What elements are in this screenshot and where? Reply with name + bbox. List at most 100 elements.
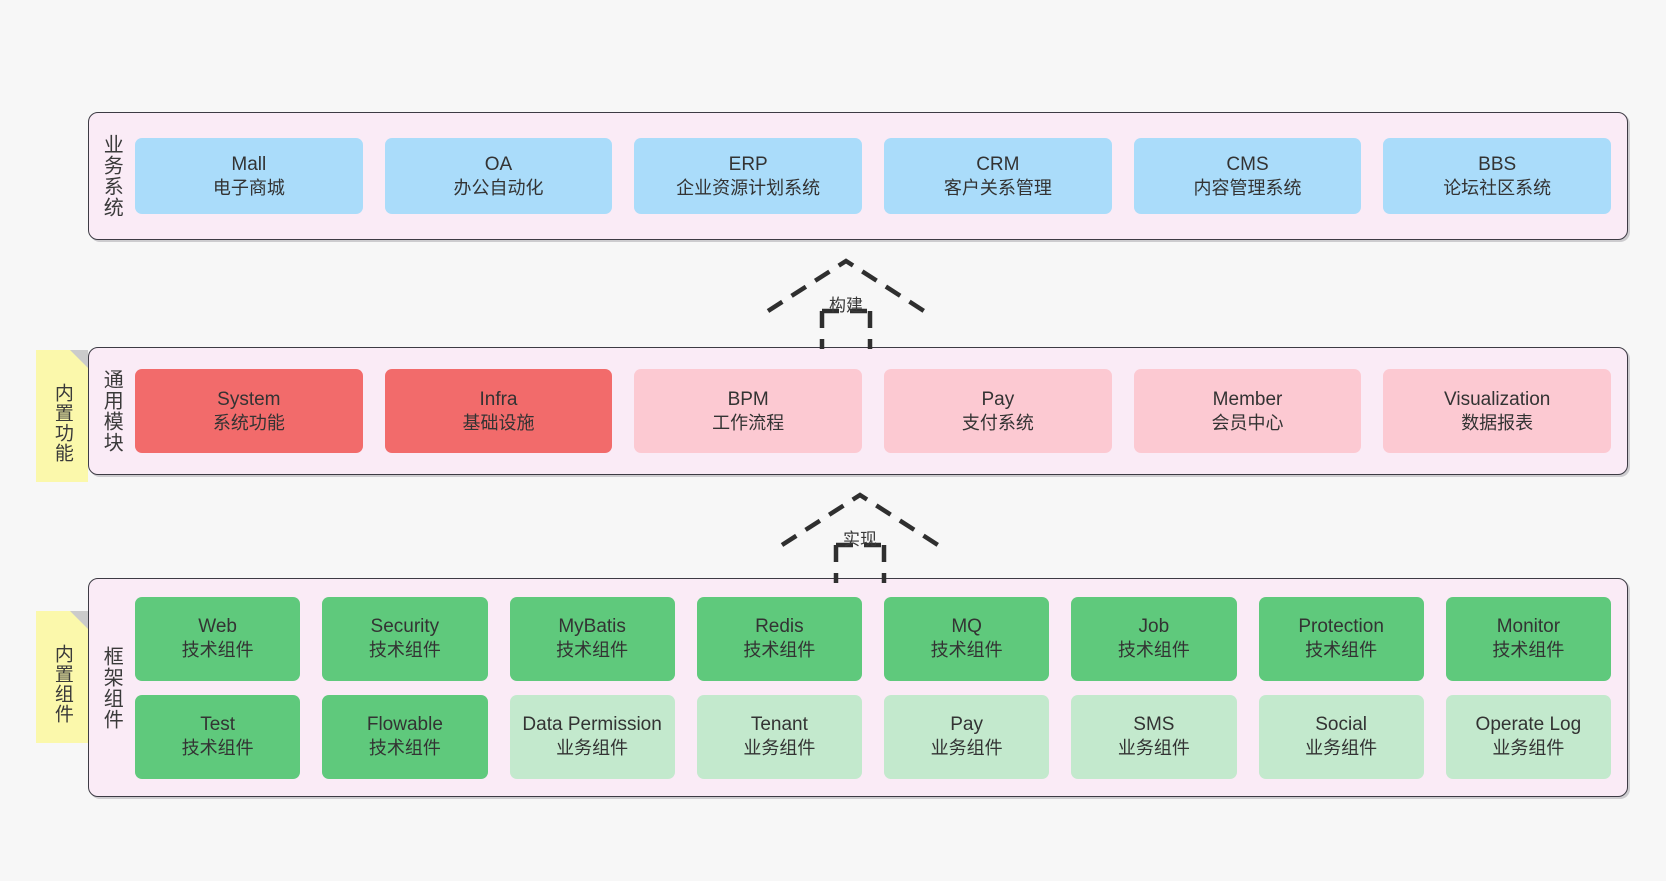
card-title: MQ <box>951 616 982 638</box>
business-card-row: Mall 电子商城 OA 办公自动化 ERP 企业资源计划系统 CRM 客户关系… <box>135 138 1612 214</box>
card-job[interactable]: Job 技术组件 <box>1071 596 1237 681</box>
layer-business-label: 业务系统 <box>100 134 123 218</box>
card-subtitle: 业务组件 <box>743 738 816 759</box>
card-title: Job <box>1138 616 1170 638</box>
card-mall[interactable]: Mall 电子商城 <box>135 138 363 214</box>
card-erp[interactable]: ERP 企业资源计划系统 <box>634 138 863 214</box>
dashed-up-arrow-icon <box>780 492 940 583</box>
card-subtitle: 技术组件 <box>930 640 1003 661</box>
layer-business-systems: 业务系统 Mall 电子商城 OA 办公自动化 ERP 企业资源计划系统 CRM… <box>88 112 1628 240</box>
card-subtitle: 支付系统 <box>961 412 1034 433</box>
card-cms[interactable]: CMS 内容管理系统 <box>1133 138 1362 214</box>
card-subtitle: 技术组件 <box>181 738 254 759</box>
dashed-up-arrow-icon <box>766 258 926 349</box>
card-title: Operate Log <box>1475 714 1582 736</box>
note-builtin-features-text: 内置功能 <box>51 383 73 463</box>
card-mybatis[interactable]: MyBatis 技术组件 <box>509 596 675 681</box>
layer-common-label: 通用模块 <box>100 369 123 453</box>
card-subtitle: 业务组件 <box>1492 738 1565 759</box>
card-test[interactable]: Test 技术组件 <box>135 694 301 779</box>
card-bbs[interactable]: BBS 论坛社区系统 <box>1383 138 1612 214</box>
card-title: Protection <box>1298 616 1384 638</box>
framework-tech-row: Web 技术组件 Security 技术组件 MyBatis 技术组件 Redi… <box>135 596 1611 681</box>
card-pay-biz[interactable]: Pay 业务组件 <box>884 694 1050 779</box>
card-subtitle: 论坛社区系统 <box>1443 177 1552 198</box>
card-subtitle: 技术组件 <box>368 738 441 759</box>
card-subtitle: 会员中心 <box>1211 412 1284 433</box>
card-subtitle: 企业资源计划系统 <box>676 177 821 198</box>
card-system[interactable]: System 系统功能 <box>135 369 363 453</box>
card-title: ERP <box>728 153 768 175</box>
card-title: Monitor <box>1496 616 1561 638</box>
card-member[interactable]: Member 会员中心 <box>1133 369 1362 453</box>
card-social[interactable]: Social 业务组件 <box>1258 694 1424 779</box>
layer-business-body: Mall 电子商城 OA 办公自动化 ERP 企业资源计划系统 CRM 客户关系… <box>133 113 1627 239</box>
card-subtitle: 基础设施 <box>462 412 535 433</box>
note-fold-icon <box>70 611 88 629</box>
card-protection[interactable]: Protection 技术组件 <box>1258 596 1424 681</box>
card-title: SMS <box>1133 714 1175 736</box>
card-title: Infra <box>479 388 518 410</box>
layer-common-modules: 通用模块 System 系统功能 Infra 基础设施 BPM 工作流程 Pay… <box>88 347 1628 475</box>
card-subtitle: 电子商城 <box>212 177 285 198</box>
card-title: MyBatis <box>558 616 626 638</box>
card-title: Data Permission <box>522 714 662 736</box>
arrow-implement-label: 实现 <box>843 530 877 549</box>
layer-framework-components: 框架组件 Web 技术组件 Security 技术组件 MyBatis 技术组件… <box>88 578 1628 797</box>
card-title: Visualization <box>1444 388 1551 410</box>
note-builtin-components-text: 内置组件 <box>51 644 73 724</box>
card-bpm[interactable]: BPM 工作流程 <box>634 369 863 453</box>
card-subtitle: 业务组件 <box>1117 738 1190 759</box>
card-oa[interactable]: OA 办公自动化 <box>384 138 613 214</box>
card-title: CMS <box>1226 153 1269 175</box>
card-title: BBS <box>1478 153 1517 175</box>
card-title: Mall <box>231 153 267 175</box>
card-crm[interactable]: CRM 客户关系管理 <box>884 138 1112 214</box>
card-operate-log[interactable]: Operate Log 业务组件 <box>1445 694 1611 779</box>
card-subtitle: 技术组件 <box>1305 640 1378 661</box>
card-subtitle: 数据报表 <box>1461 412 1534 433</box>
arrow-build-label: 构建 <box>829 296 863 315</box>
card-title: Redis <box>755 616 804 638</box>
card-title: Pay <box>950 714 983 736</box>
card-redis[interactable]: Redis 技术组件 <box>696 596 862 681</box>
note-builtin-features: 内置功能 <box>36 350 88 482</box>
layer-framework-body: Web 技术组件 Security 技术组件 MyBatis 技术组件 Redi… <box>133 579 1627 796</box>
layer-common-body: System 系统功能 Infra 基础设施 BPM 工作流程 Pay 支付系统… <box>133 348 1627 474</box>
note-builtin-components: 内置组件 <box>36 611 88 743</box>
card-title: Tenant <box>750 714 808 736</box>
card-data-permission[interactable]: Data Permission 业务组件 <box>509 694 675 779</box>
card-sms[interactable]: SMS 业务组件 <box>1071 694 1237 779</box>
card-infra[interactable]: Infra 基础设施 <box>384 369 613 453</box>
card-subtitle: 技术组件 <box>368 640 441 661</box>
card-title: Flowable <box>366 714 443 736</box>
card-subtitle: 内容管理系统 <box>1193 177 1302 198</box>
card-web[interactable]: Web 技术组件 <box>135 596 301 681</box>
card-title: BPM <box>727 388 769 410</box>
card-title: CRM <box>976 153 1020 175</box>
card-title: System <box>217 388 281 410</box>
card-mq[interactable]: MQ 技术组件 <box>884 596 1050 681</box>
card-flowable[interactable]: Flowable 技术组件 <box>322 694 488 779</box>
card-tenant[interactable]: Tenant 业务组件 <box>696 694 862 779</box>
card-title: Test <box>200 714 236 736</box>
card-title: Pay <box>981 388 1015 410</box>
card-visualization[interactable]: Visualization 数据报表 <box>1383 369 1612 453</box>
card-pay[interactable]: Pay 支付系统 <box>884 369 1112 453</box>
card-monitor[interactable]: Monitor 技术组件 <box>1445 596 1611 681</box>
card-title: OA <box>484 153 513 175</box>
card-subtitle: 业务组件 <box>930 738 1003 759</box>
card-title: Member <box>1212 388 1283 410</box>
card-subtitle: 技术组件 <box>743 640 816 661</box>
card-subtitle: 技术组件 <box>1117 640 1190 661</box>
card-subtitle: 工作流程 <box>712 412 785 433</box>
arrow-build: 构建 <box>758 253 934 349</box>
card-subtitle: 技术组件 <box>556 640 629 661</box>
layer-framework-label: 框架组件 <box>100 645 123 730</box>
card-title: Social <box>1315 714 1367 736</box>
card-security[interactable]: Security 技术组件 <box>322 596 488 681</box>
card-title: Security <box>370 616 440 638</box>
framework-business-row: Test 技术组件 Flowable 技术组件 Data Permission … <box>135 694 1611 779</box>
card-subtitle: 办公自动化 <box>453 177 544 198</box>
